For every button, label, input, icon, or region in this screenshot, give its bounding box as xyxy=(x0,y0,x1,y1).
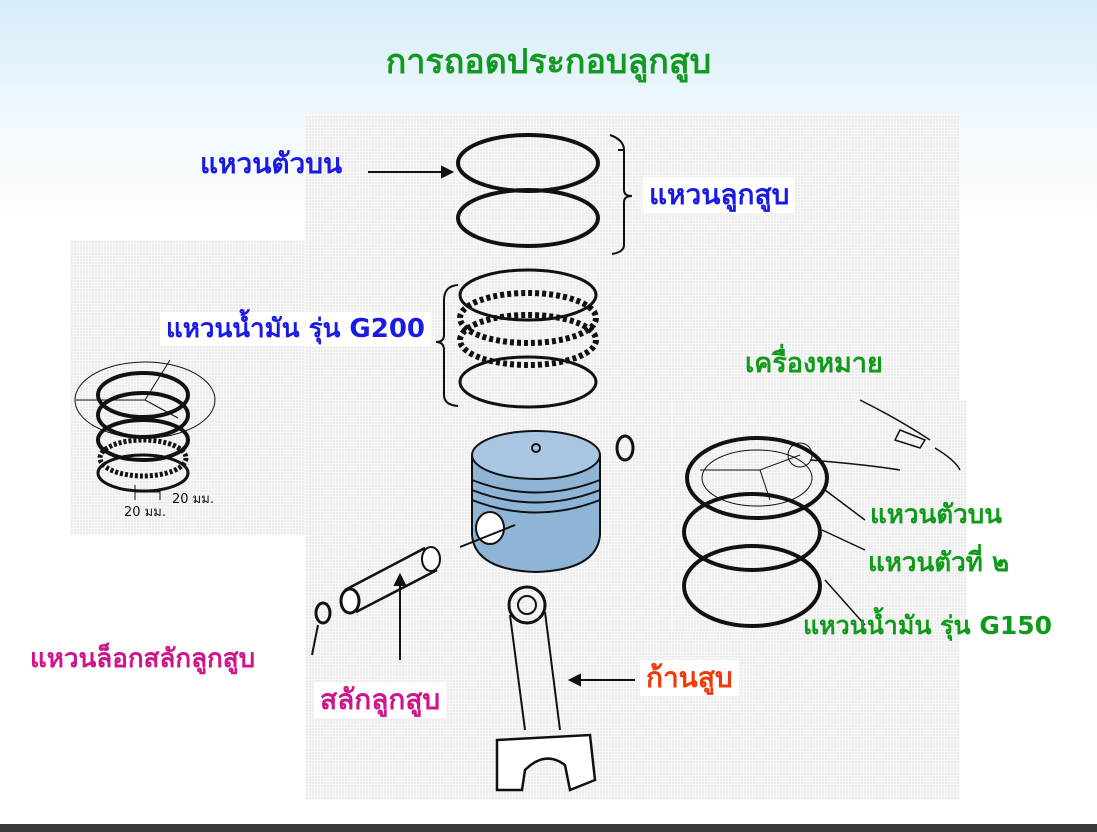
label-connecting-rod: ก้านสูบ xyxy=(640,660,739,696)
right-ring-set-drawing xyxy=(682,399,961,628)
bottom-bar xyxy=(0,824,1097,832)
piston-pin-drawing xyxy=(311,546,441,660)
piston-rings-drawing xyxy=(368,133,633,255)
label-top-ring-right: แหวนตัวบน xyxy=(870,500,1003,530)
label-piston-pin: สลักลูกสูบ xyxy=(314,682,447,718)
label-piston-rings: แหวนลูกสูบ xyxy=(643,177,796,213)
dimension-gap-b: 20 มม. xyxy=(172,492,214,507)
left-ring-set-drawing xyxy=(74,359,216,500)
dimension-gap-a: 20 มม. xyxy=(124,505,166,520)
oil-ring-drawing xyxy=(435,268,599,409)
connecting-rod-drawing xyxy=(495,585,635,792)
label-pin-lock-ring: แหวนล็อกสลักลูกสูบ xyxy=(24,642,262,676)
label-oil-ring-g150: แหวนน้ำมัน รุ่น G150 xyxy=(803,611,1053,640)
page-title: การถอดประกอบลูกสูบ xyxy=(385,42,712,82)
label-top-ring: แหวนตัวบน xyxy=(200,147,343,180)
label-mark: เครื่องหมาย xyxy=(745,348,883,379)
piston-drawing xyxy=(459,430,635,574)
label-second-ring: แหวนตัวที่ ๒ xyxy=(868,548,1010,578)
label-oil-ring-g200: แหวนน้ำมัน รุ่น G200 xyxy=(160,312,432,346)
